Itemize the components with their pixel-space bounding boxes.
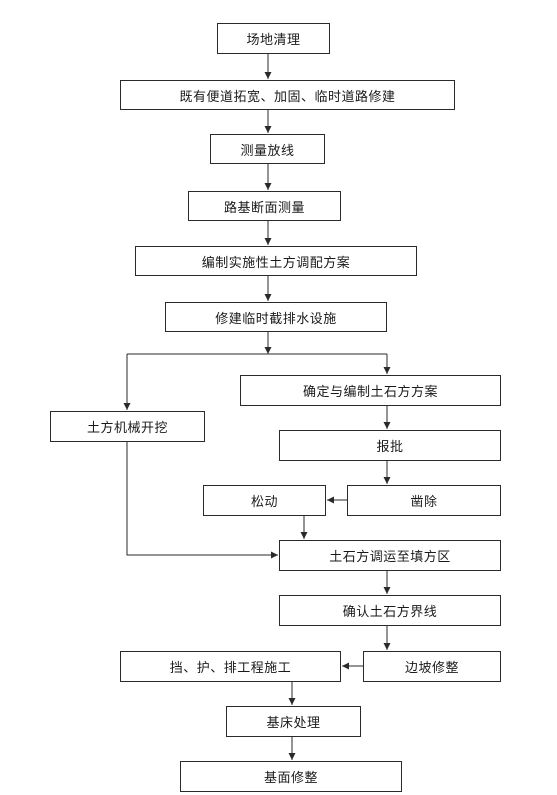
step-approval: 报批 bbox=[279, 430, 501, 461]
arrow-excavation-to-transport bbox=[126, 442, 278, 559]
step-temporary-drainage: 修建临时截排水设施 bbox=[165, 302, 387, 332]
step-slope-trimming: 边坡修整 bbox=[363, 651, 501, 682]
step-survey-layout: 测量放线 bbox=[210, 134, 325, 164]
step-machine-excavation: 土方机械开挖 bbox=[50, 411, 205, 442]
step-earthwork-plan: 编制实施性土方调配方案 bbox=[135, 246, 417, 276]
step-loosening: 松动 bbox=[203, 485, 326, 516]
step-section-survey: 路基断面测量 bbox=[188, 191, 341, 221]
step-chiseling: 凿除 bbox=[347, 485, 501, 516]
step-retaining-works: 挡、护、排工程施工 bbox=[120, 651, 341, 682]
step-transport-to-fill: 土石方调运至填方区 bbox=[279, 540, 501, 571]
step-surface-finishing: 基面修整 bbox=[180, 761, 402, 792]
step-confirm-boundary: 确认土石方界线 bbox=[279, 595, 501, 626]
step-site-clearing: 场地清理 bbox=[217, 23, 330, 54]
step-rock-earth-plan: 确定与编制土石方方案 bbox=[240, 375, 501, 406]
step-subgrade-treatment: 基床处理 bbox=[226, 706, 361, 737]
step-road-construction: 既有便道拓宽、加固、临时道路修建 bbox=[120, 80, 455, 110]
